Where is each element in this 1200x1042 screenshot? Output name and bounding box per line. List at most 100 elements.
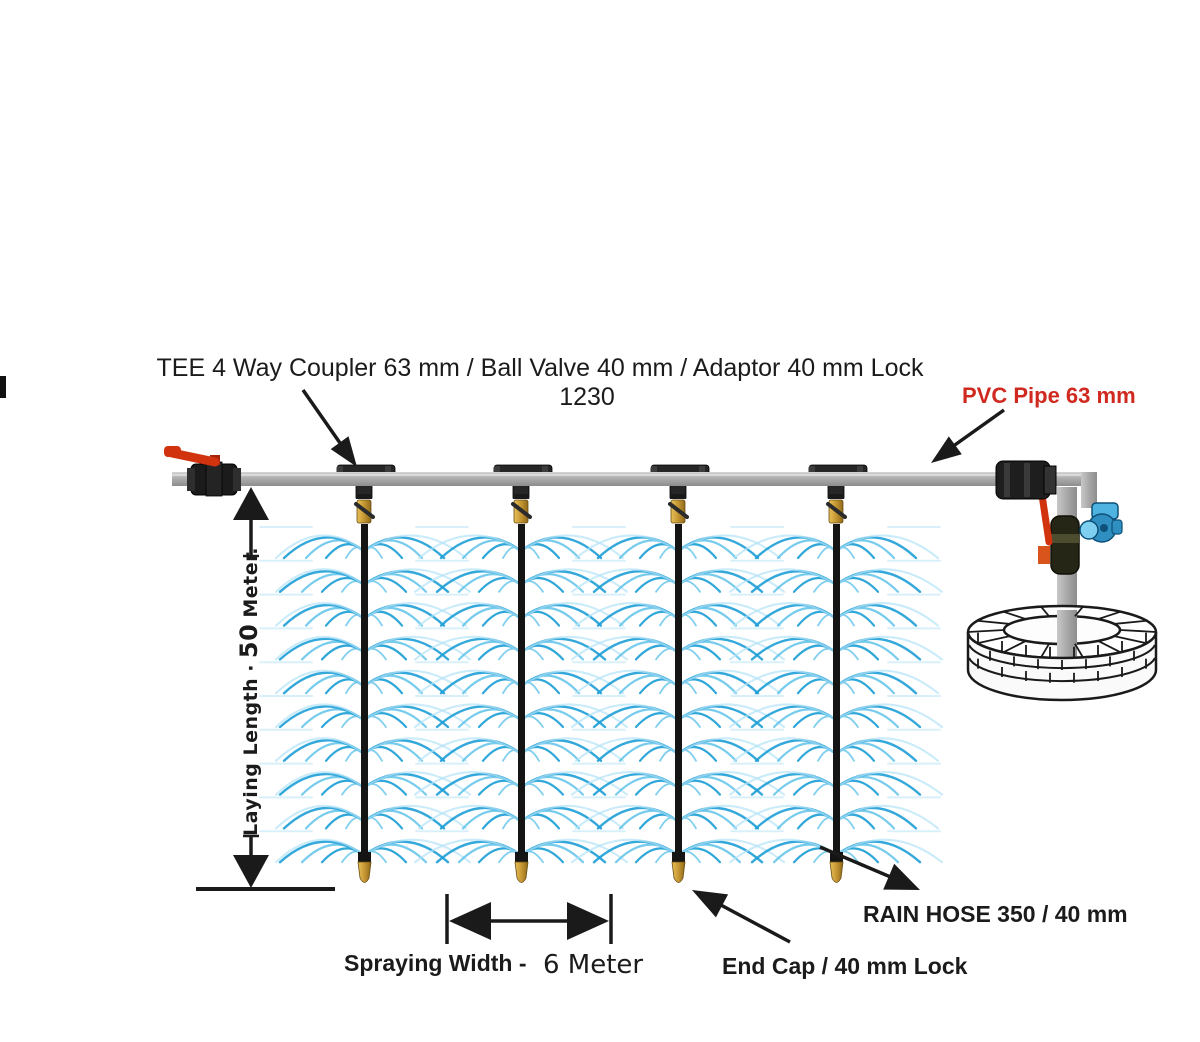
spray-arc xyxy=(680,580,701,593)
spray-arc xyxy=(439,536,520,560)
spray-arc xyxy=(679,568,786,593)
spray-arc xyxy=(282,806,363,830)
tee-stem-collar xyxy=(670,494,686,499)
laying-length-dimension xyxy=(196,487,335,891)
spray-arc xyxy=(592,570,677,593)
spray-arc xyxy=(282,739,363,762)
spray-arc xyxy=(592,637,677,661)
spray-arc xyxy=(732,669,835,695)
spray-arc xyxy=(570,838,677,864)
spray-arc xyxy=(728,568,835,593)
adaptor-handle xyxy=(354,502,375,519)
adaptor-handle xyxy=(668,502,689,519)
spray-arc xyxy=(274,804,363,830)
spray-arc xyxy=(837,739,918,762)
callout-arrows xyxy=(301,388,1006,944)
spray-arc xyxy=(750,637,835,661)
spray-arc xyxy=(754,536,835,560)
well-rim-brick-line xyxy=(977,619,1010,625)
spray-arc xyxy=(754,806,835,830)
spray-arc xyxy=(574,669,677,695)
spray-arc xyxy=(341,580,362,593)
end-cap xyxy=(829,861,844,883)
spray-arc xyxy=(679,838,786,864)
well-rim-brick-line xyxy=(1114,619,1147,625)
spray-arc xyxy=(750,705,835,729)
spray-arc xyxy=(570,568,677,593)
spray-field xyxy=(259,526,944,864)
spray-arc xyxy=(341,783,362,796)
pipe-end-coupler xyxy=(995,460,1057,500)
spray-arc xyxy=(728,635,835,661)
spray-arc xyxy=(750,772,835,796)
spray-arc xyxy=(365,838,472,864)
spray-arc xyxy=(837,603,918,627)
spray-arc xyxy=(813,647,834,661)
riser-valve-lever xyxy=(1038,491,1053,546)
pvc-pipe-label: PVC Pipe 63 mm xyxy=(962,383,1136,408)
spray-arc xyxy=(837,669,940,695)
tee-stem-collar xyxy=(828,494,844,499)
spray-arc xyxy=(365,703,472,729)
dim-arrowhead-right xyxy=(567,902,609,940)
rain-hose-label: RAIN HOSE 350 / 40 mm xyxy=(863,901,1128,927)
spray-arc xyxy=(439,671,520,695)
spray-arc xyxy=(679,570,764,593)
spray-arc xyxy=(837,534,940,560)
dim-arrowhead-up xyxy=(233,487,269,520)
spraying-width-label: Spraying Width - xyxy=(344,950,527,976)
spray-arc xyxy=(570,703,677,729)
end-cap xyxy=(514,861,529,883)
spray-arc xyxy=(413,703,520,729)
spray-arc xyxy=(523,783,544,796)
spray-arc xyxy=(522,669,625,695)
well-rim-brick-line xyxy=(1074,643,1084,658)
spray-arc xyxy=(522,570,607,593)
spray-arc xyxy=(365,804,468,830)
spray-arc xyxy=(417,669,520,695)
spray-arc xyxy=(679,534,782,560)
end-cap-callout-arrow xyxy=(718,902,791,944)
spray-arc xyxy=(365,771,472,796)
spray-arc xyxy=(837,838,944,864)
laying-length-suffix: Meter. xyxy=(240,547,262,618)
spray-arc xyxy=(838,580,859,593)
spray-arc xyxy=(417,534,520,560)
spray-arc xyxy=(596,671,677,695)
well-rim-brick-line xyxy=(1040,606,1050,617)
well-rim-brick-line xyxy=(1002,640,1027,654)
pvc-riser-pipe xyxy=(1081,472,1097,508)
spray-arc xyxy=(750,570,835,593)
spray-arc xyxy=(679,536,760,560)
spray-arc xyxy=(679,739,760,762)
spray-arc xyxy=(365,635,472,661)
spray-arc xyxy=(274,534,363,560)
spray-arc xyxy=(417,602,520,627)
well-brick-lines xyxy=(967,606,1157,683)
spray-arc xyxy=(838,647,859,661)
spray-arc xyxy=(655,783,676,796)
spray-arc xyxy=(282,603,363,627)
spray-arc xyxy=(523,580,544,593)
spray-arc xyxy=(596,603,677,627)
spray-arc xyxy=(574,534,677,560)
spray-arc xyxy=(813,580,834,593)
spray-arc xyxy=(679,772,764,796)
spray-arc xyxy=(679,602,782,627)
spray-arc xyxy=(728,703,835,729)
edge-artifact xyxy=(0,376,6,398)
spray-arc xyxy=(435,570,520,593)
page-title: TEE 4 Way Coupler 63 mm / Ball Valve 40 … xyxy=(156,354,924,382)
spray-arc xyxy=(679,703,786,729)
adaptor-handle xyxy=(826,502,847,519)
spray-arc xyxy=(837,737,940,762)
end-connector xyxy=(672,852,685,862)
spray-arc xyxy=(366,580,387,593)
spray-arc xyxy=(498,647,519,661)
spray-arc xyxy=(365,737,468,762)
spray-arc xyxy=(498,715,519,728)
spray-arc xyxy=(417,737,520,762)
well-rim-brick-line xyxy=(1097,610,1121,620)
rain-hose-callout-arrow xyxy=(819,845,894,880)
